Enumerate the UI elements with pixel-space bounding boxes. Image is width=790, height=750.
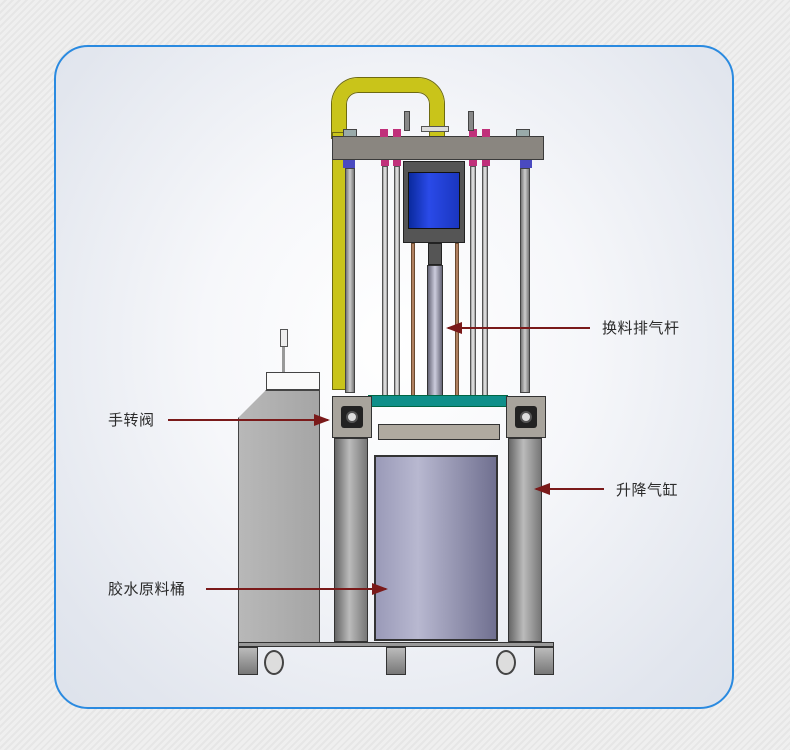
lift-cylinder-left (334, 438, 368, 642)
guide-column (345, 168, 355, 393)
rod-stub (468, 111, 474, 131)
guide-rod (394, 166, 400, 401)
top-plate (332, 136, 544, 160)
nut-icon (393, 129, 401, 137)
caster-wheel (496, 650, 516, 675)
yellow-pipe-down (332, 132, 346, 390)
nut-icon (469, 129, 477, 137)
nut-icon (482, 129, 490, 137)
leveling-foot (238, 647, 258, 675)
cabinet-top (266, 372, 320, 390)
fitting (421, 126, 449, 132)
label-lift-cylinder: 升降气缸 (616, 481, 679, 499)
arrow-glue-bucket (206, 583, 388, 595)
rod-stub (404, 111, 410, 131)
nut-icon (520, 160, 532, 168)
caster-wheel (264, 650, 284, 675)
label-hand-valve: 手转阀 (108, 411, 155, 429)
pressure-plate (378, 424, 500, 440)
control-handle (280, 329, 288, 347)
base-frame (238, 642, 554, 647)
nut-icon (380, 129, 388, 137)
guide-rod (382, 166, 388, 401)
guide-column (520, 168, 530, 393)
leveling-foot (534, 647, 554, 675)
nut-icon (482, 160, 490, 166)
hand-valve-right (506, 396, 546, 438)
piston-rod (428, 243, 442, 265)
glue-bucket (374, 455, 498, 641)
guide-rod (482, 166, 488, 401)
leveling-foot (386, 647, 406, 675)
nut-icon (516, 129, 530, 137)
diagram-card: 换料排气杆 手转阀 升降气缸 胶水原料桶 (54, 45, 734, 709)
arrow-lift-cylinder (534, 483, 604, 495)
nut-icon (381, 160, 389, 166)
label-exhaust-rod: 换料排气杆 (602, 319, 680, 337)
nut-icon (469, 160, 477, 166)
nut-icon (393, 160, 401, 166)
arrow-exhaust-rod (446, 322, 590, 334)
lift-cylinder-right (508, 438, 542, 642)
guide-rod (470, 166, 476, 401)
air-cylinder-blue (408, 172, 460, 229)
yellow-pipe (332, 78, 444, 138)
nut-icon (343, 160, 355, 168)
nut-icon (343, 129, 357, 137)
arrow-hand-valve (168, 414, 330, 426)
control-cabinet (238, 390, 320, 646)
teal-band (368, 395, 508, 407)
copper-rod (411, 243, 415, 403)
label-glue-bucket: 胶水原料桶 (108, 580, 186, 598)
hand-valve-left (332, 396, 372, 438)
exhaust-rod (427, 265, 443, 405)
control-handle-stem (282, 347, 285, 372)
